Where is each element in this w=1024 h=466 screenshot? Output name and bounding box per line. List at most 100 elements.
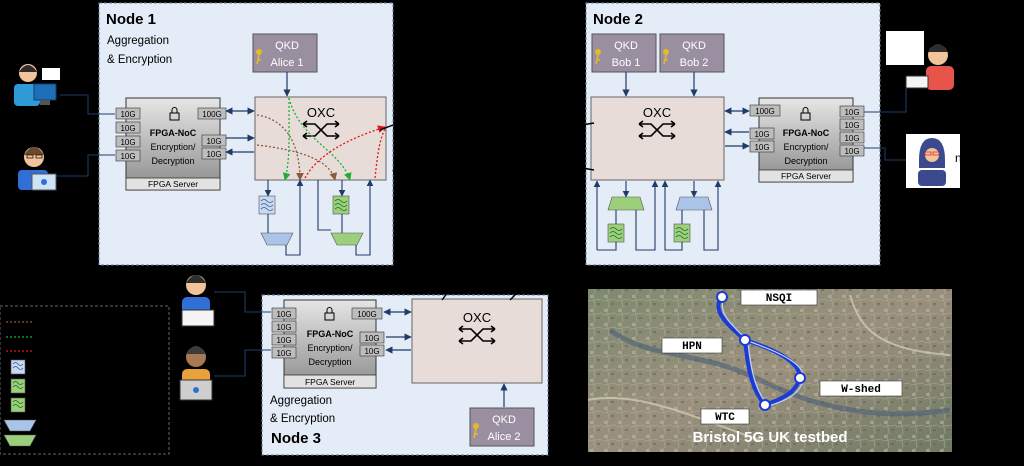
node3-fpga-server: FPGA Server FPGA-NoC Encryption/ Decrypt… (271, 299, 385, 389)
svg-text:10G: 10G (120, 138, 135, 147)
svg-text:10G: 10G (276, 323, 291, 332)
lock-icon (169, 107, 180, 121)
node1-fpga-line2: Encryption/ (150, 142, 196, 152)
svg-text:QKD: QKD (614, 40, 638, 52)
node2-fpga-server: FPGA Server FPGA-NoC Encryption/ Decrypt… (749, 97, 865, 183)
svg-text:100G: 100G (202, 110, 222, 119)
node3-subtitle-2: & Encryption (270, 413, 335, 425)
svg-text:10G: 10G (206, 137, 221, 146)
user-icon-node1 (905, 44, 954, 90)
svg-text:10G: 10G (754, 130, 769, 139)
node2-ports-right: 10G 10G 10G 10G (839, 105, 865, 157)
svg-text:Alice 2: Alice 2 (487, 431, 520, 443)
svg-text:Encryption/: Encryption/ (783, 142, 829, 152)
node3-subtitle-1: Aggregation (270, 395, 332, 407)
node2-mux-green (607, 196, 645, 211)
node1-qkd-label1: QKD (275, 40, 299, 52)
key-icon (663, 49, 669, 65)
node1-wss-filter (258, 195, 276, 215)
svg-text:OXC: OXC (643, 105, 671, 120)
user-icon-node3-a (181, 275, 215, 327)
node1-fpga-server: FPGA Server FPGA-NoC Encryption/ Decrypt… (115, 97, 227, 191)
legend-mux-icon (3, 434, 37, 447)
svg-text:10G: 10G (844, 134, 859, 143)
node1-demux-blue (260, 232, 294, 246)
svg-text:FPGA-NoC: FPGA-NoC (307, 329, 354, 339)
svg-text:10G: 10G (120, 152, 135, 161)
svg-text:Bob 1: Bob 1 (612, 57, 641, 69)
svg-text:10G: 10G (364, 347, 379, 356)
svg-text:OXC: OXC (463, 310, 491, 325)
node1-fpga-line3: Decryption (151, 156, 194, 166)
svg-text:10G: 10G (276, 310, 291, 319)
user-icon-node3-b (179, 346, 213, 401)
map-label-nsqi: NSQI (766, 293, 792, 305)
key-icon (473, 423, 479, 439)
node1-qkd-label2: Alice 1 (270, 57, 303, 69)
map-label-hpn: HPN (682, 341, 702, 353)
svg-text:10G: 10G (276, 349, 291, 358)
svg-text:10G: 10G (844, 108, 859, 117)
svg-text:Decryption: Decryption (784, 156, 827, 166)
legend-box (0, 305, 170, 455)
svg-text:10G: 10G (120, 110, 135, 119)
lock-icon (324, 307, 335, 321)
node2-panel: Node 2 QKD Bob 1 QKD Bob 2 OXC FPGA (585, 2, 881, 266)
svg-text:10G: 10G (206, 150, 221, 159)
svg-text:10G: 10G (276, 336, 291, 345)
node3-ports-right: 100G 10G 10G (351, 307, 385, 357)
svg-text:QKD: QKD (492, 414, 516, 426)
node1-ports-left: 10G 10G 10G 10G (115, 107, 141, 162)
svg-text:FPGA Server: FPGA Server (305, 377, 355, 387)
node3-panel: Node 3 Aggregation & Encryption FPGA Ser… (261, 294, 549, 456)
node3-qkd-alice2: QKD Alice 2 (469, 407, 535, 447)
svg-text:10G: 10G (844, 121, 859, 130)
user1-white-label-box (886, 31, 924, 65)
svg-text:100G: 100G (755, 107, 775, 116)
svg-text:10G: 10G (120, 124, 135, 133)
node1-title: Node 1 (106, 11, 156, 28)
crossconnect-icon (638, 120, 676, 140)
node1-oxc: OXC (254, 96, 387, 181)
node2-title: Node 2 (593, 11, 643, 28)
map-node-labels: NSQI HPN W-shed WTC (661, 289, 903, 425)
node2-oxc: OXC (590, 96, 725, 181)
node1-green-filter (332, 195, 350, 215)
node1-fpga-footer: FPGA Server (148, 179, 198, 189)
node2-demux-blue (675, 196, 713, 211)
lock-icon (800, 107, 811, 121)
node3-title: Node 3 (271, 430, 321, 447)
user-icon-nodeN (906, 134, 960, 188)
map-node-markers (716, 291, 806, 411)
node3-oxc: OXC (411, 298, 543, 384)
svg-text:100G: 100G (357, 310, 377, 319)
svg-text:Bob 2: Bob 2 (680, 57, 709, 69)
svg-text:10G: 10G (364, 334, 379, 343)
svg-text:FPGA-NoC: FPGA-NoC (783, 128, 830, 138)
user-icon-desktop (14, 64, 60, 106)
key-icon (256, 49, 262, 65)
svg-text:Encryption/: Encryption/ (307, 343, 353, 353)
node3-ports-left: 10G 10G 10G 10G (271, 307, 297, 359)
node2-green-filter-2 (673, 223, 691, 243)
crossconnect-icon (302, 120, 340, 140)
node1-subtitle-2: & Encryption (107, 54, 172, 66)
svg-text:Decryption: Decryption (308, 357, 351, 367)
svg-text:10G: 10G (844, 147, 859, 156)
user-nodeN-label: n node N (955, 151, 1004, 165)
node1-mux-green (330, 232, 364, 246)
map-caption: Bristol 5G UK testbed (692, 429, 847, 446)
map-label-wtc: WTC (715, 412, 735, 424)
node2-ports-left: 100G 10G 10G (749, 104, 781, 153)
svg-text:QKD: QKD (682, 40, 706, 52)
node1-fpga-name: FPGA-NoC (150, 128, 197, 138)
svg-text:FPGA Server: FPGA Server (781, 171, 831, 181)
node1-qkd-alice1: QKD Alice 1 (252, 33, 318, 73)
node2-qkd-bob1: QKD Bob 1 (591, 33, 657, 73)
testbed-map: NSQI HPN W-shed WTC Bristol 5G UK testbe… (587, 289, 952, 452)
legend-demux-icon (3, 419, 37, 432)
node2-green-filter-1 (607, 223, 625, 243)
key-icon (595, 49, 601, 65)
